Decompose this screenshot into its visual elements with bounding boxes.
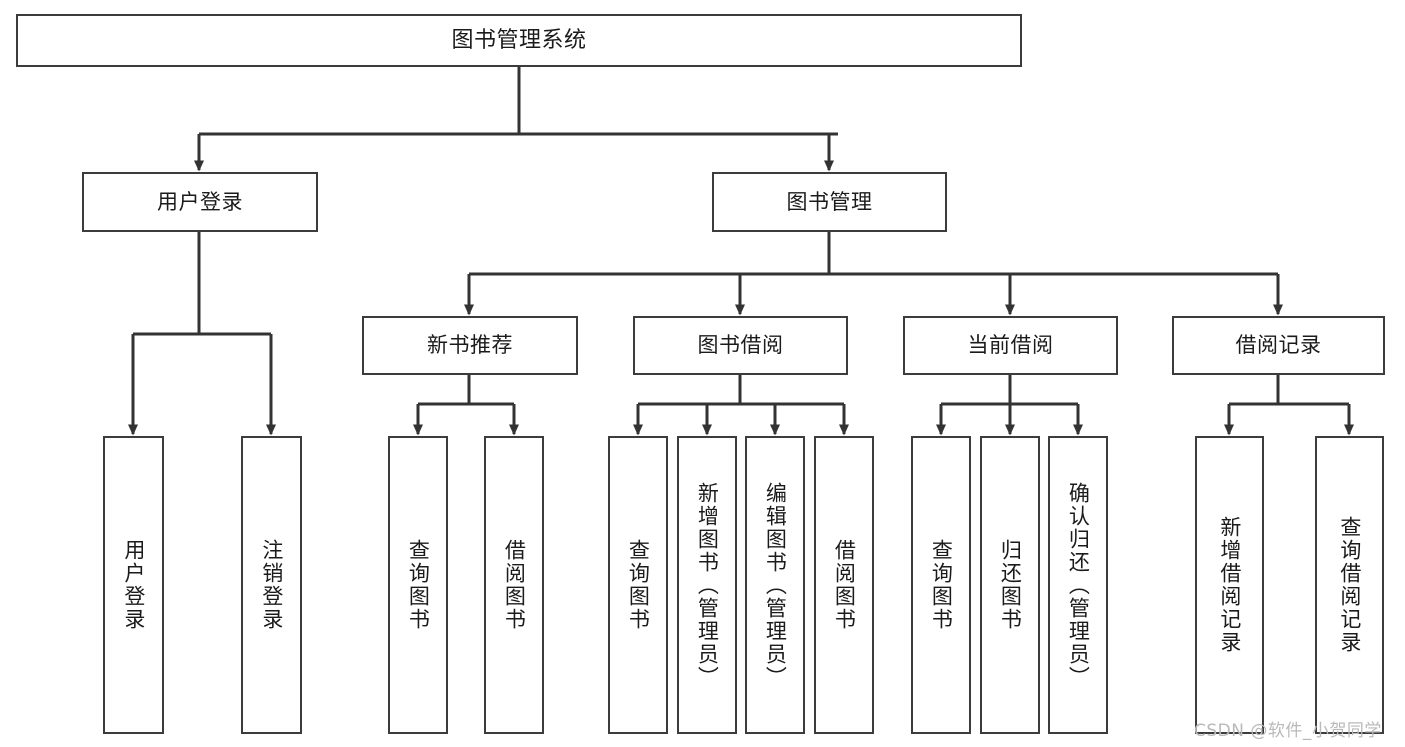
node-leaf-return-book[interactable]: 归还图书 bbox=[980, 436, 1040, 734]
node-leaf-query-record[interactable]: 查询借阅记录 bbox=[1315, 436, 1384, 734]
node-leaf-add-book-label: 新增图书（管理员） bbox=[695, 481, 720, 689]
node-leaf-logout-label: 注销登录 bbox=[259, 539, 284, 631]
wire-group-current-borrow bbox=[936, 375, 1083, 436]
wire-group-book-borrow bbox=[633, 375, 849, 436]
node-leaf-add-record[interactable]: 新增借阅记录 bbox=[1195, 436, 1264, 734]
node-leaf-borrow-book-2[interactable]: 借阅图书 bbox=[814, 436, 874, 734]
node-leaf-logout[interactable]: 注销登录 bbox=[241, 436, 302, 734]
node-leaf-user-login-label: 用户登录 bbox=[121, 539, 146, 631]
node-user-login-label: 用户登录 bbox=[157, 189, 243, 214]
node-borrow-record-label: 借阅记录 bbox=[1235, 333, 1322, 358]
node-leaf-query-book-1[interactable]: 查询图书 bbox=[388, 436, 448, 734]
node-leaf-query-book-3-label: 查询图书 bbox=[929, 539, 954, 631]
node-user-login[interactable]: 用户登录 bbox=[82, 172, 318, 232]
node-leaf-confirm-return[interactable]: 确认归还（管理员） bbox=[1048, 436, 1108, 734]
wire-group-book-manage bbox=[464, 232, 1283, 316]
node-leaf-edit-book[interactable]: 编辑图书（管理员） bbox=[745, 436, 805, 734]
watermark: CSDN @软件_小贺同学 bbox=[1194, 721, 1382, 741]
node-leaf-return-book-label: 归还图书 bbox=[998, 539, 1023, 631]
node-leaf-query-record-label: 查询借阅记录 bbox=[1337, 516, 1362, 654]
node-current-borrow-label: 当前借阅 bbox=[967, 333, 1054, 358]
node-leaf-query-book-2-label: 查询图书 bbox=[626, 539, 651, 631]
node-leaf-borrow-book-1-label: 借阅图书 bbox=[502, 539, 527, 631]
node-leaf-edit-book-label: 编辑图书（管理员） bbox=[763, 481, 788, 689]
wire-group-new-book-recommend bbox=[413, 375, 519, 436]
node-leaf-add-book[interactable]: 新增图书（管理员） bbox=[677, 436, 737, 734]
node-root-label: 图书管理系统 bbox=[451, 27, 587, 53]
node-leaf-borrow-book-2-label: 借阅图书 bbox=[832, 539, 857, 631]
node-new-book-recommend[interactable]: 新书推荐 bbox=[362, 316, 578, 375]
node-root[interactable]: 图书管理系统 bbox=[16, 14, 1022, 67]
node-leaf-query-book-1-label: 查询图书 bbox=[406, 539, 431, 631]
node-leaf-query-book-3[interactable]: 查询图书 bbox=[911, 436, 971, 734]
node-borrow-record[interactable]: 借阅记录 bbox=[1172, 316, 1385, 375]
node-book-manage-label: 图书管理 bbox=[786, 189, 873, 214]
node-leaf-confirm-return-label: 确认归还（管理员） bbox=[1066, 481, 1091, 689]
wire-group-root bbox=[194, 67, 838, 172]
node-leaf-add-record-label: 新增借阅记录 bbox=[1217, 516, 1242, 654]
node-leaf-user-login[interactable]: 用户登录 bbox=[103, 436, 164, 734]
node-leaf-query-book-2[interactable]: 查询图书 bbox=[608, 436, 668, 734]
wire-group-borrow-record bbox=[1224, 375, 1354, 436]
node-leaf-borrow-book-1[interactable]: 借阅图书 bbox=[484, 436, 544, 734]
node-book-borrow[interactable]: 图书借阅 bbox=[633, 316, 848, 375]
node-current-borrow[interactable]: 当前借阅 bbox=[903, 316, 1118, 375]
node-book-manage[interactable]: 图书管理 bbox=[712, 172, 947, 232]
wire-group-user-login bbox=[128, 232, 276, 436]
node-book-borrow-label: 图书借阅 bbox=[697, 333, 784, 358]
node-new-book-recommend-label: 新书推荐 bbox=[427, 333, 513, 358]
